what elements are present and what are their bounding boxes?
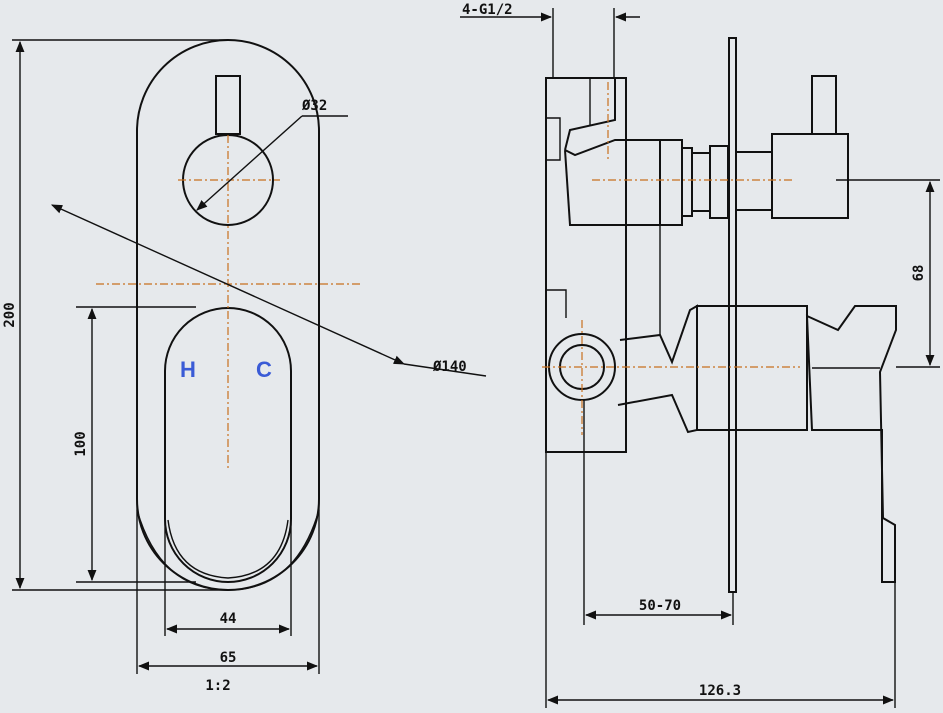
dim-center-distance-text: 68 xyxy=(911,265,927,282)
diverter-sleeve xyxy=(691,152,711,212)
diverter-nut xyxy=(681,147,693,217)
mixer-cartridge-neck xyxy=(617,304,698,434)
dim-plate-diagonal-text: Ø140 xyxy=(432,359,467,375)
front-view: H C 200 100 Ø32 Ø140 44 65 1:2 xyxy=(2,39,487,694)
cold-label: C xyxy=(256,357,272,382)
diverter-knob-stem xyxy=(811,75,837,135)
diverter-knob-body xyxy=(735,151,773,211)
scale-text: 1:2 xyxy=(205,678,230,694)
hot-label: H xyxy=(180,357,196,382)
wall-plate xyxy=(728,37,737,593)
diverter-cartridge xyxy=(659,139,683,226)
diverter-stem xyxy=(215,75,241,135)
dim-total-depth-text: 126.3 xyxy=(699,683,741,699)
valve-body xyxy=(545,77,627,453)
dim-line-140 xyxy=(50,204,406,365)
mixer-lever-side xyxy=(805,305,897,583)
mixer-lever-inner xyxy=(167,519,289,579)
dim-lever-width-text: 44 xyxy=(220,611,237,627)
dim-lever-height-text: 100 xyxy=(73,431,89,456)
diverter-housing xyxy=(564,78,661,226)
dim-diverter-diameter-text: Ø32 xyxy=(301,98,327,114)
dim-wall-depth-text: 50-70 xyxy=(639,598,681,614)
side-view: 4-G1/2 68 50-70 126.3 xyxy=(460,2,940,708)
dim-leader-32 xyxy=(196,115,303,211)
dim-plate-width-text: 65 xyxy=(220,650,237,666)
body-inner-step-bottom xyxy=(546,289,567,318)
body-inner-step-top xyxy=(546,117,561,161)
diverter-knob-head xyxy=(771,133,849,219)
dim-inlet-thread-text: 4-G1/2 xyxy=(462,2,513,18)
dim-height-text: 200 xyxy=(2,302,18,327)
diverter-collar xyxy=(709,145,729,219)
mixer-cartridge xyxy=(696,305,808,431)
dim-leader-140-tail xyxy=(403,363,487,377)
